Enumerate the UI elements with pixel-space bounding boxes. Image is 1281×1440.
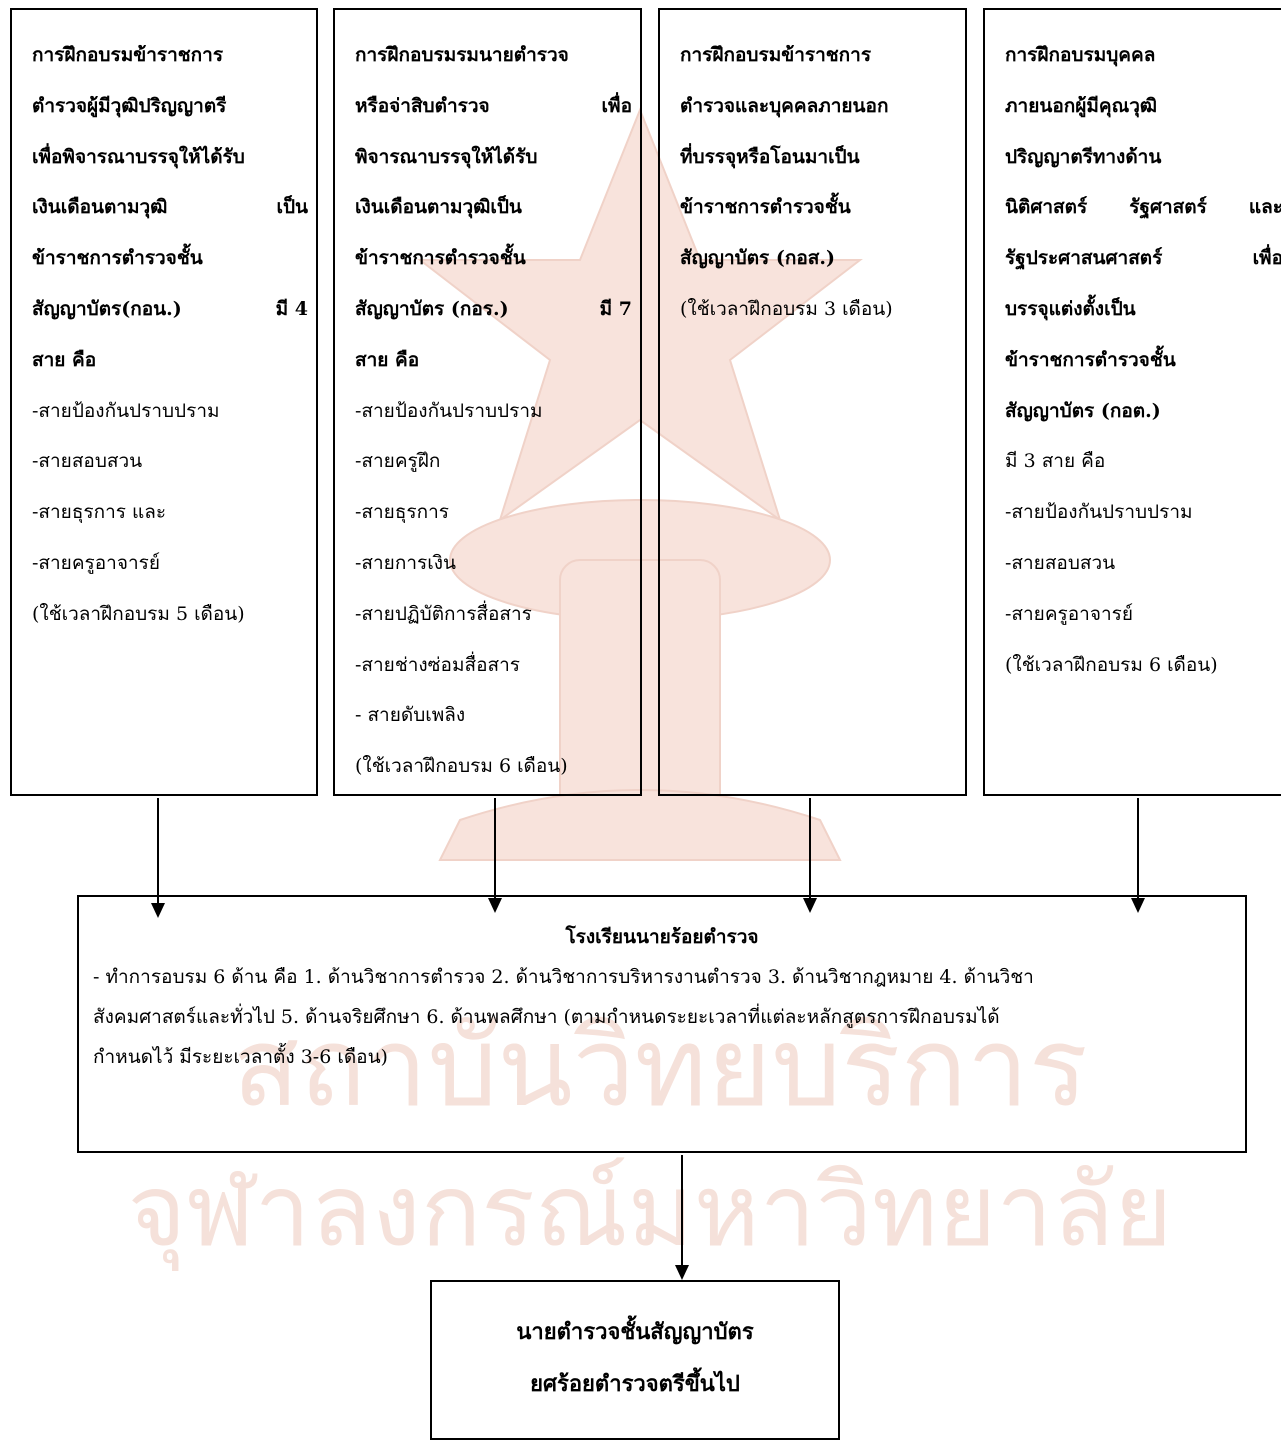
box-title-line: เพื่อพิจารณาบรรจุให้ได้รับ xyxy=(32,145,245,168)
commissioned-officer-box: นายตำรวจชั้นสัญญาบัตร ยศร้อยตำรวจตรีขึ้น… xyxy=(430,1280,840,1440)
school-description-line: - ทำการอบรม 6 ด้าน คือ 1. ด้านวิชาการตำร… xyxy=(93,966,1034,988)
school-description-line: สังคมศาสตร์และทั่วไป 5. ด้านจริยศึกษา 6.… xyxy=(93,1006,1000,1028)
training-duration: (ใช้เวลาฝึกอบรม 5 เดือน) xyxy=(32,602,245,625)
track-item: -สายป้องกันปราบปราม xyxy=(1005,501,1193,524)
box-title-line: บรรจุแต่งตั้งเป็น xyxy=(1005,297,1136,320)
track-item: -สายการเงิน xyxy=(355,551,456,574)
track-item: -สายสอบสวน xyxy=(32,450,143,473)
box-title-abbrev: สัญญาบัตร(กอน.) xyxy=(32,297,182,320)
result-line-1: นายตำรวจชั้นสัญญาบัตร xyxy=(516,1319,754,1345)
training-box-gon: การฝึกอบรมข้าราชการ ตำรวจผู้มีวุฒิปริญญา… xyxy=(10,8,318,796)
track-lead: สาย คือ xyxy=(355,348,420,371)
school-description-line: กำหนดไว้ มีระยะเวลาตั้ง 3-6 เดือน) xyxy=(93,1046,388,1068)
arrowhead-icon xyxy=(151,903,165,918)
track-item: -สายป้องกันปราบปราม xyxy=(32,399,220,422)
arrowhead-icon xyxy=(1131,898,1145,913)
box-title-line: นิติศาสตร์ รัฐศาสตร์ และ xyxy=(1005,196,1281,219)
track-item: -สายสอบสวน xyxy=(1005,551,1116,574)
track-lead: มี 3 สาย คือ xyxy=(1005,450,1106,473)
box-title-line: การฝึกอบรมข้าราชการ xyxy=(680,44,872,66)
police-cadet-school-box: โรงเรียนนายร้อยตำรวจ - ทำการอบรม 6 ด้าน … xyxy=(77,895,1247,1153)
box-title-line: เงินเดือนตามวุฒิ เป็น xyxy=(32,196,308,219)
box-title-line: การฝึกอบรมรมนายตำรวจ xyxy=(355,44,569,66)
box-title-line: การฝึกอบรมบุคคล xyxy=(1005,44,1156,66)
track-lead: สาย คือ xyxy=(32,348,97,371)
box-title-line: ภายนอกผู้มีคุณวุฒิ xyxy=(1005,94,1158,117)
box-title-line: ตำรวจผู้มีวุฒิปริญญาตรี xyxy=(32,94,227,117)
box-title-line: ข้าราชการตำรวจชั้น xyxy=(32,247,203,270)
training-duration: (ใช้เวลาฝึกอบรม 6 เดือน) xyxy=(355,755,568,778)
track-count: มี 4 xyxy=(275,297,308,320)
track-item: -สายครูอาจารย์ xyxy=(32,551,160,574)
school-title: โรงเรียนนายร้อยตำรวจ xyxy=(565,926,759,948)
box-title-line: ปริญญาตรีทางด้าน xyxy=(1005,145,1162,168)
track-item: - สายดับเพลิง xyxy=(355,704,466,727)
arrowhead-icon xyxy=(803,898,817,913)
box-title-last-line: สัญญาบัตร(กอน.) มี 4 xyxy=(32,284,308,335)
box-title-line: ข้าราชการตำรวจชั้น xyxy=(1005,348,1176,371)
training-box-got: การฝึกอบรมบุคคล ภายนอกผู้มีคุณวุฒิ ปริญญ… xyxy=(983,8,1281,796)
track-item: -สายครูอาจารย์ xyxy=(1005,602,1133,625)
arrowhead-icon xyxy=(488,898,502,913)
result-line-2: ยศร้อยตำรวจตรีขึ้นไป xyxy=(530,1371,740,1397)
track-item: -สายธุรการ และ xyxy=(32,501,167,524)
arrowhead-icon xyxy=(675,1265,689,1280)
box-title-line: สัญญาบัตร (กอต.) xyxy=(1005,399,1161,422)
box-title-line: การฝึกอบรมข้าราชการ xyxy=(32,44,224,66)
training-duration: (ใช้เวลาฝึกอบรม 6 เดือน) xyxy=(1005,653,1218,676)
track-item: -สายช่างซ่อมสื่อสาร xyxy=(355,653,520,676)
box-title-line: รัฐประศาสนศาสตร์ เพื่อ xyxy=(1005,247,1281,270)
